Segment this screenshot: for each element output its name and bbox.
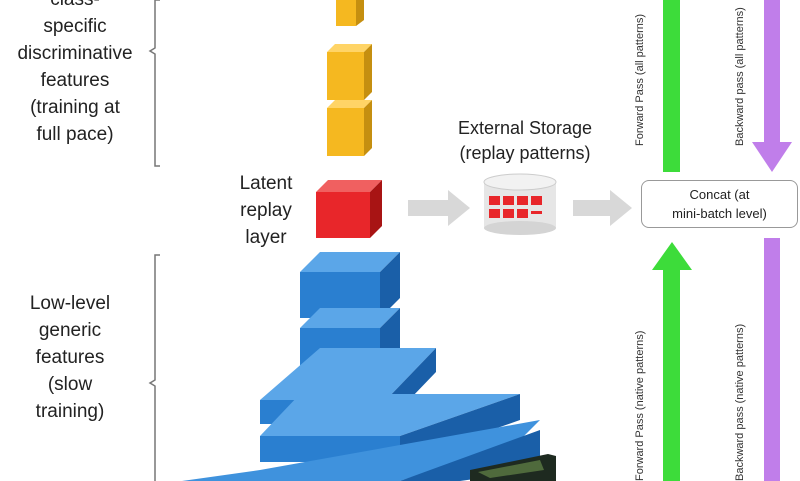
low-features-label: Low-level generic features (slow trainin…: [0, 290, 140, 425]
concat-line-1: Concat (at: [689, 187, 750, 202]
latent-line-1: Latent: [239, 173, 293, 194]
top-features-line-1: class-: [0, 0, 150, 13]
top-features-line-4: features: [40, 70, 110, 91]
top-features-line-3: discriminative: [17, 43, 133, 64]
gray-arrow-2: [573, 190, 632, 226]
storage-line-1: External Storage: [457, 118, 593, 138]
latent-replay-label: Latent replay layer: [226, 170, 306, 251]
top-features-line-2: specific: [43, 16, 107, 37]
latent-line-3: layer: [245, 227, 287, 248]
forward-native-label: Forward Pass (native patterns): [634, 330, 646, 481]
latent-line-2: replay: [240, 200, 292, 221]
concat-box: Concat (at mini-batch level): [641, 180, 798, 228]
backward-all-label: Backward pass (all patterns): [734, 7, 746, 146]
bottom-brace: [148, 254, 160, 481]
yellow-block-3: [327, 100, 372, 156]
top-brace: [148, 0, 160, 167]
low-features-line-3: features: [35, 347, 105, 368]
gray-arrow-1: [408, 190, 470, 226]
low-features-line-4: (slow: [47, 374, 93, 395]
forward-all-label: Forward Pass (all patterns): [634, 13, 646, 146]
top-features-line-6: full pace): [36, 124, 114, 145]
input-image-thumbnail: [470, 454, 556, 481]
low-features-line-1: Low-level: [29, 293, 111, 314]
forward-all-arrow: [663, 0, 680, 172]
red-block: [316, 180, 382, 238]
storage-line-2: (replay patterns): [459, 143, 591, 163]
backward-all-arrow: [752, 0, 792, 172]
low-features-line-5: training): [35, 401, 105, 422]
yellow-block-1: [336, 0, 364, 26]
backward-native-arrow: [764, 238, 780, 481]
external-storage-label: External Storage (replay patterns): [430, 116, 620, 166]
low-features-line-2: generic: [38, 320, 102, 341]
top-features-line-5: (training at: [30, 97, 120, 118]
backward-native-label: Backward pass (native patterns): [734, 323, 746, 481]
storage-cylinder-icon: [483, 173, 557, 235]
yellow-block-2: [327, 44, 372, 100]
top-features-label: class- specific discriminative features …: [0, 0, 150, 148]
forward-native-arrow: [652, 242, 692, 481]
concat-line-2: mini-batch level): [672, 206, 767, 221]
